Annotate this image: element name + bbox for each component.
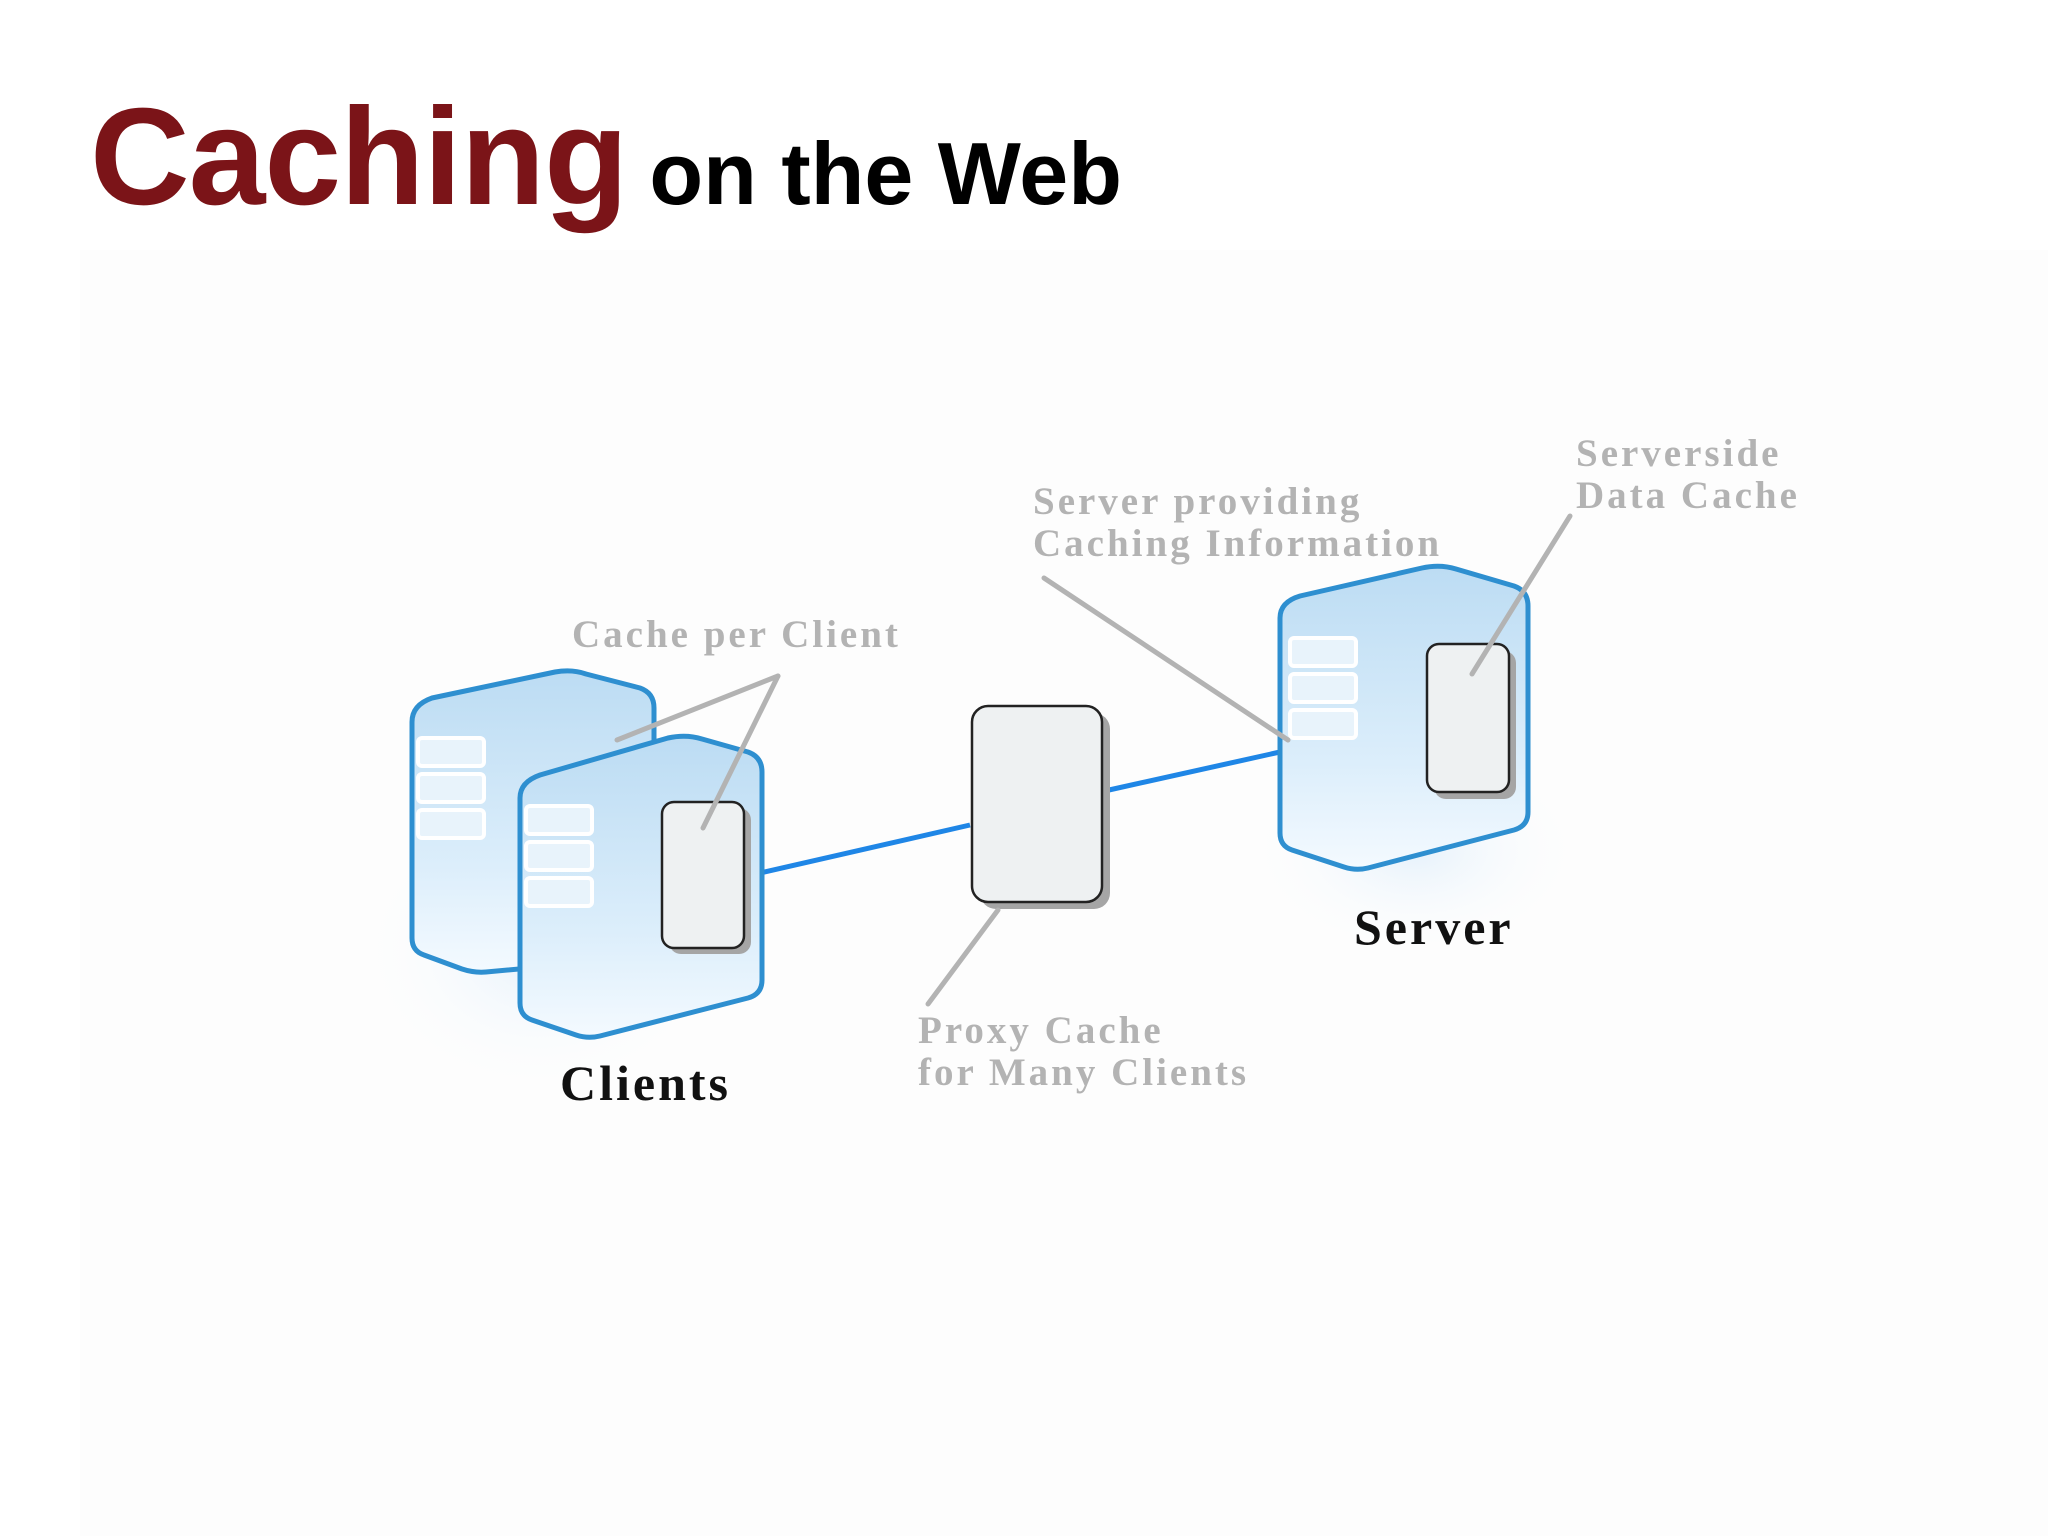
label-server-providing-1: Server providing [1033, 480, 1362, 523]
leader-serverside-cache [1469, 513, 1573, 677]
label-cache-per-client: Cache per Client [572, 613, 901, 656]
label-server: Server [1354, 899, 1514, 955]
cache-box-icon [1425, 642, 1516, 799]
title-rest: on the Web [649, 124, 1122, 223]
cache-box-icon [660, 800, 751, 954]
label-serverside-1: Serverside [1576, 432, 1781, 475]
callout-lines [614, 513, 1573, 1007]
link-client-proxy [759, 822, 971, 876]
label-proxy-2: for Many Clients [918, 1051, 1249, 1094]
label-clients: Clients [560, 1055, 731, 1111]
link-proxy-server [1099, 749, 1281, 795]
cache-box-icon [970, 704, 1110, 909]
label-server-providing-2: Caching Information [1033, 522, 1442, 565]
title-main: Caching [90, 80, 628, 234]
label-serverside-2: Data Cache [1576, 474, 1800, 517]
leader-cache-per-client-back [614, 673, 781, 743]
label-proxy-1: Proxy Cache [918, 1009, 1164, 1052]
leader-cache-per-client-front [700, 673, 781, 831]
leader-proxy-cache [925, 907, 1001, 1007]
leader-server-providing [1041, 575, 1291, 743]
